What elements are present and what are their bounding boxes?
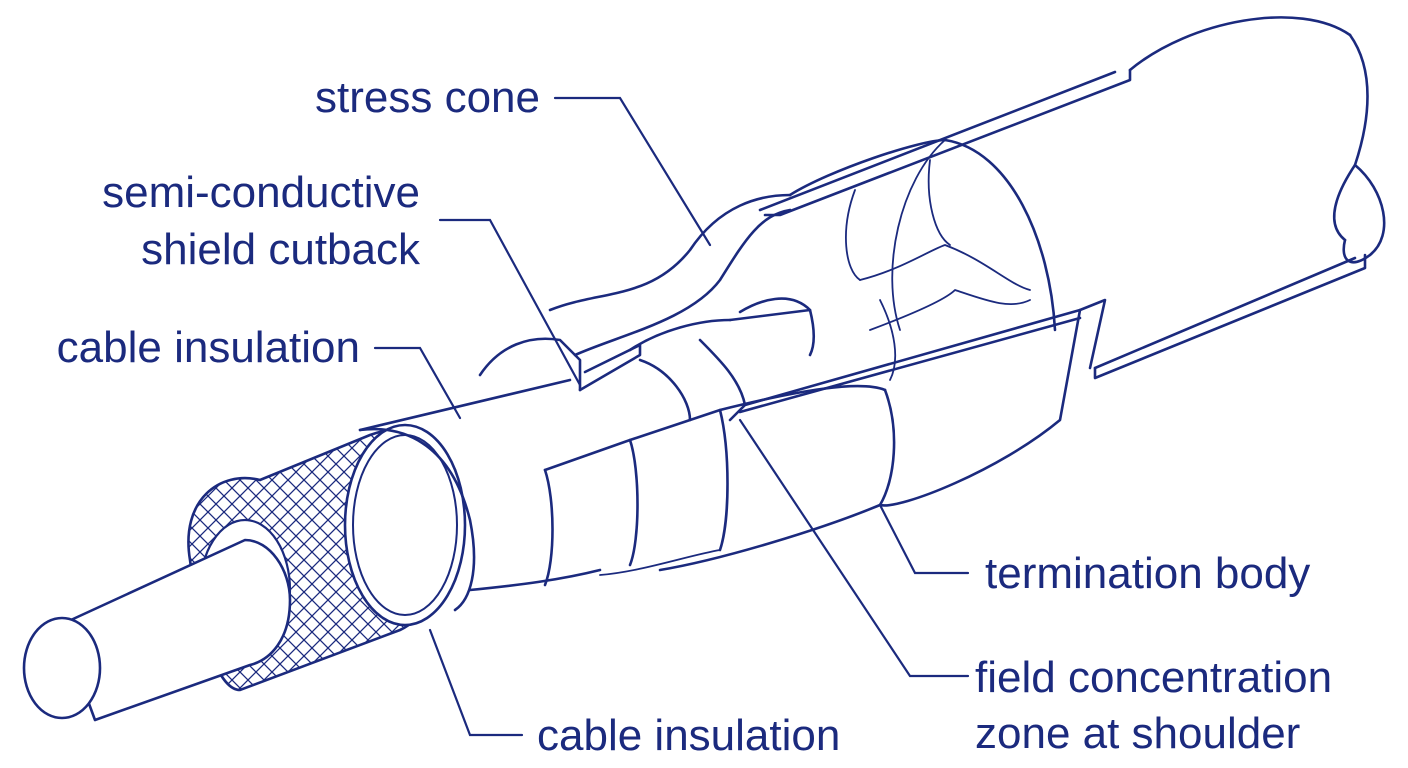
label-stress-cone: stress cone <box>315 73 540 122</box>
leader-stress-cone <box>553 96 712 247</box>
stress-cone-drawing <box>548 138 1057 381</box>
braid-and-conductor-drawing <box>22 423 476 722</box>
cable-insulation-drawing <box>358 378 896 592</box>
leader-cable-insulation-lower <box>428 628 524 737</box>
label-field-concentration: field concentration <box>975 653 1332 702</box>
leader-termination-body <box>878 503 970 575</box>
termination-body-drawing <box>658 16 1386 572</box>
leader-lines <box>373 96 970 737</box>
leader-field-concentration <box>738 418 970 678</box>
label-cable-insulation-upper: cable insulation <box>57 323 360 372</box>
leader-shield-cutback <box>438 218 582 387</box>
shield-cutback-drawing <box>478 297 816 422</box>
label-zone-at-shoulder: zone at shoulder <box>975 709 1300 758</box>
label-termination-body: termination body <box>985 549 1310 598</box>
leader-cable-insulation-upper <box>373 346 462 420</box>
label-cable-insulation-lower: cable insulation <box>537 711 840 760</box>
label-shield-cutback: shield cutback <box>141 225 421 274</box>
label-semi-conductive: semi-conductive <box>102 168 420 217</box>
